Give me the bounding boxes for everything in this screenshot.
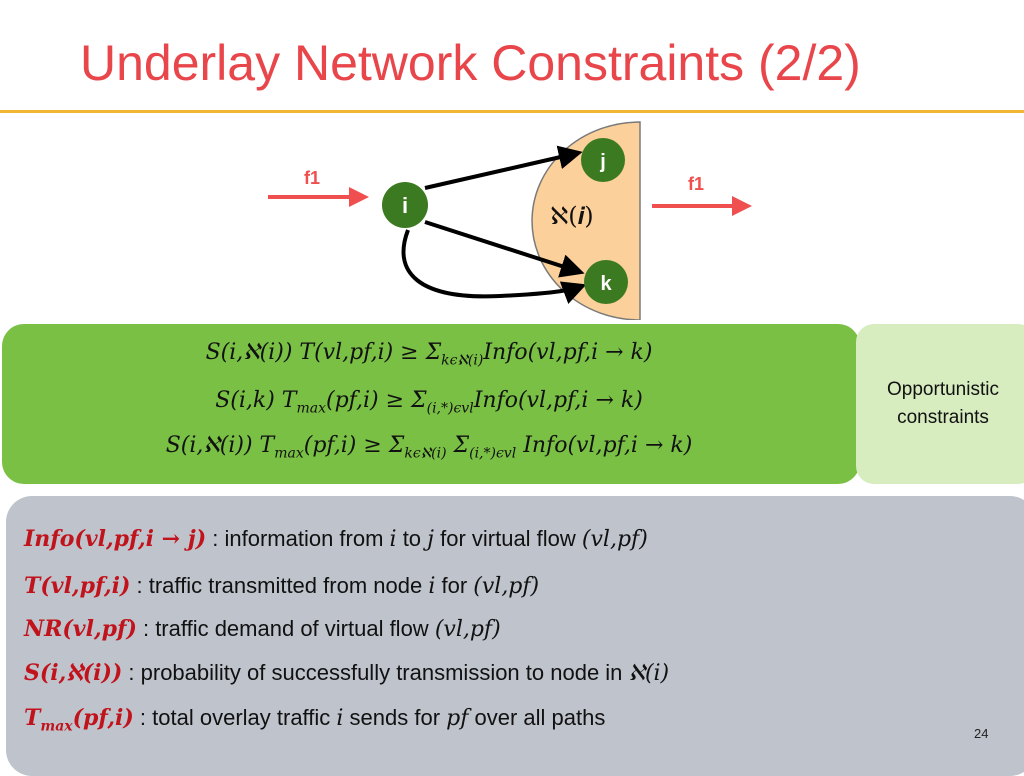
network-diagram: ℵ(𝒊) f1 f1 i j k: [268, 121, 752, 320]
slide-title: Underlay Network Constraints (2/2): [80, 35, 861, 91]
node-k: k: [584, 260, 628, 304]
opportunistic-label: Opportunistic constraints: [862, 376, 1024, 432]
node-i: i: [382, 182, 428, 228]
flow-out-label: f1: [688, 174, 704, 194]
node-j: j: [581, 138, 625, 182]
equation-3: S(i,ℵ(i)) Tmax(pf,i) ≥ Σkϵℵ(i) Σ(i,*)ϵvl…: [165, 433, 693, 462]
definition-demand: NR(vl,pf) : traffic demand of virtual fl…: [24, 616, 501, 642]
title-divider: [0, 110, 1024, 113]
edge-i-k: [424, 220, 585, 278]
flow-in-label: f1: [304, 168, 320, 188]
svg-text:k: k: [600, 273, 612, 295]
neighborhood-label: ℵ(𝒊): [550, 202, 593, 230]
definition-probability: S(i,ℵ(i)) : probability of successfully …: [24, 660, 670, 686]
svg-text:i: i: [402, 193, 408, 218]
definitions-box: [6, 496, 1024, 776]
definition-info: Info(vl,pf,i → j) : information from i t…: [24, 526, 648, 552]
opportunistic-label-box: [856, 324, 1024, 484]
definition-tmax: Tmax(pf,i) : total overlay traffic i sen…: [24, 705, 606, 735]
side-label-line-1: Opportunistic: [887, 379, 999, 400]
equation-2: S(i,k) Tmax(pf,i) ≥ Σ(i,*)ϵvlInfo(vl,pf,…: [215, 388, 643, 417]
page-number: 24: [974, 726, 989, 741]
definition-traffic: T(vl,pf,i) : traffic transmitted from no…: [24, 573, 540, 599]
edge-i-k-curved: [401, 229, 587, 304]
side-label-line-2: constraints: [897, 407, 989, 428]
equation-1: S(i,ℵ(i)) T(vl,pf,i) ≥ Σkϵℵ(i)Info(vl,pf…: [205, 340, 653, 369]
edge-i-j: [424, 145, 583, 190]
constraint-equations-box: [2, 324, 860, 484]
svg-text:j: j: [599, 151, 606, 173]
